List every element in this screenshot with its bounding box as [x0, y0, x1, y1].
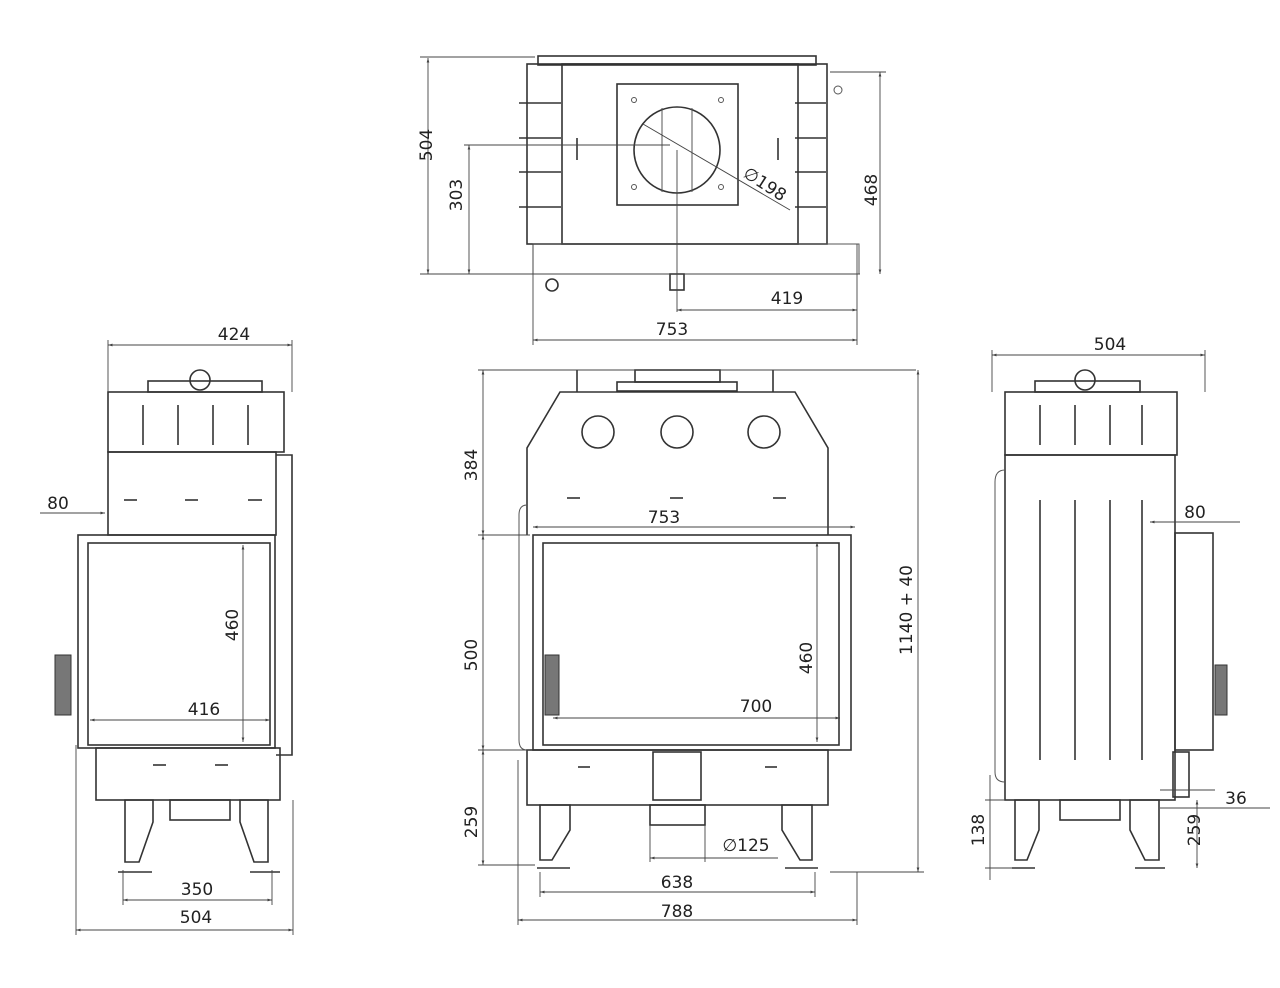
- right-door-profile: [1174, 532, 1214, 751]
- left-leg-back: [239, 799, 269, 863]
- dim-front-460: 460: [797, 642, 817, 674]
- dim-front-384: 384: [462, 449, 482, 481]
- dim-right-80: 80: [1184, 503, 1206, 523]
- convection-outlet-icon: [581, 415, 615, 449]
- dim-right-36: 36: [1225, 789, 1247, 809]
- left-door-frame: [77, 534, 276, 749]
- front-glass: [542, 542, 840, 746]
- front-leg-left: [539, 804, 571, 861]
- dim-left-504: 504: [180, 908, 212, 928]
- top-front-frame: [532, 243, 860, 275]
- front-top-cap: [616, 381, 738, 392]
- dim-top-303: 303: [447, 179, 467, 211]
- top-ribs-right: [795, 102, 826, 208]
- dim-front-125: ∅125: [722, 836, 769, 856]
- dim-left-416: 416: [188, 700, 220, 720]
- convection-outlet-icon: [660, 415, 694, 449]
- dim-front-700: 700: [740, 697, 772, 717]
- dim-front-total-height: 1140 + 40: [897, 565, 917, 655]
- front-upper-body: [526, 391, 829, 535]
- right-leg-back: [1129, 799, 1160, 861]
- dim-front-500: 500: [462, 639, 482, 671]
- door-handle-icon: [1214, 664, 1228, 716]
- dim-right-259: 259: [1185, 814, 1205, 846]
- dim-front-753: 753: [648, 508, 680, 528]
- dim-left-350: 350: [181, 880, 213, 900]
- dim-front-638: 638: [661, 873, 693, 893]
- left-top-cap: [147, 380, 263, 393]
- dim-top-468: 468: [862, 174, 882, 206]
- dim-right-504: 504: [1094, 335, 1126, 355]
- front-view: 1140 + 40 384 500 259 753 460 700 ∅125 6…: [462, 369, 924, 925]
- right-body: [1004, 454, 1176, 801]
- door-handle-icon: [544, 654, 560, 716]
- dim-front-788: 788: [661, 902, 693, 922]
- lifting-eye-icon: [1074, 369, 1096, 391]
- door-handle-icon: [54, 654, 72, 716]
- door-knob-icon: [545, 278, 559, 292]
- dim-right-138: 138: [969, 814, 989, 846]
- dim-top-419: 419: [771, 289, 803, 309]
- dim-flue-198: ∅198: [739, 163, 790, 206]
- top-ribs-left: [519, 102, 561, 208]
- flue-flange: [616, 83, 739, 206]
- front-leg-right: [781, 804, 813, 861]
- air-regulator: [652, 751, 702, 801]
- dim-left-80: 80: [47, 494, 69, 514]
- convection-outlet-icon: [747, 415, 781, 449]
- right-leg-front: [1014, 799, 1040, 861]
- top-view: 504 303 468 419 753 ∅198: [417, 55, 886, 345]
- left-leg-front: [124, 799, 154, 863]
- dim-left-424: 424: [218, 325, 250, 345]
- top-cap: [537, 55, 817, 66]
- dim-left-460: 460: [223, 609, 243, 641]
- dim-top-504: 504: [417, 129, 437, 161]
- left-side-view: 424 80 460 416 350 504: [40, 325, 294, 935]
- lifting-eye-icon: [189, 369, 211, 391]
- top-center-plate: [561, 63, 799, 245]
- dim-top-753: 753: [656, 320, 688, 340]
- right-side-view: 504 80 36 259 138: [969, 335, 1270, 880]
- dim-front-259: 259: [462, 806, 482, 838]
- left-glass: [87, 542, 271, 746]
